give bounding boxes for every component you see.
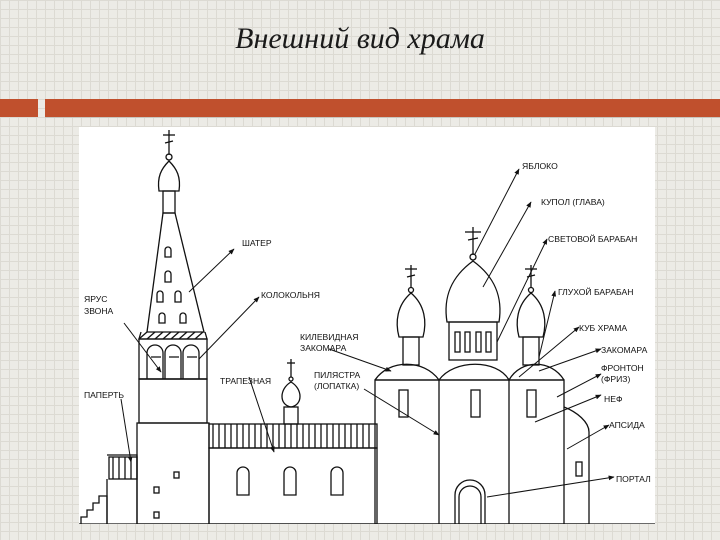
label-blind-drum: ГЛУХОЙ БАРАБАН	[558, 286, 633, 297]
label-apse: АПСИДА	[609, 420, 645, 430]
porch-drawing	[80, 454, 138, 524]
label-belfry: КОЛОКОЛЬНЯ	[261, 290, 320, 300]
arrow-light-drum	[496, 238, 548, 343]
arrow-porch	[120, 398, 133, 463]
label-bell-tier-line1: ЯРУС	[84, 294, 107, 304]
arrow-apse	[566, 424, 610, 450]
bell-tower-drawing	[136, 130, 210, 525]
arrow-portal	[486, 475, 615, 498]
arrow-belfry	[198, 296, 260, 360]
label-dome: КУПОЛ (ГЛАВА)	[541, 197, 605, 207]
arrow-temple-cube	[518, 326, 580, 378]
accent-underline	[45, 117, 720, 118]
label-pediment-line2: (ФРИЗ)	[601, 374, 630, 384]
arrow-blind-drum	[538, 290, 557, 358]
arrow-nave	[534, 394, 602, 423]
arrow-keel-zakomara	[328, 348, 392, 372]
label-pediment-line1: ФРОНТОН	[601, 363, 644, 373]
label-keel-zakomara-line2: ЗАКОМАРА	[300, 343, 347, 353]
arrow-zakomara	[538, 348, 602, 372]
diagram-labels: ЯБЛОКО КУПОЛ (ГЛАВА) СВЕТОВОЙ БАРАБАН ША…	[84, 161, 651, 484]
arrow-pediment	[556, 373, 602, 398]
arrow-pilaster	[363, 388, 440, 436]
church-drawing	[79, 130, 655, 525]
arrow-refectory	[248, 376, 275, 453]
church-diagram: ЯБЛОКО КУПОЛ (ГЛАВА) СВЕТОВОЙ БАРАБАН ША…	[79, 127, 655, 525]
accent-bar-small	[0, 99, 38, 117]
label-nave: НЕФ	[604, 394, 623, 404]
arrow-dome	[482, 201, 532, 288]
label-keel-zakomara-line1: КИЛЕВИДНАЯ	[300, 332, 358, 342]
label-refectory: ТРАПЕЗНАЯ	[220, 376, 271, 386]
label-apple: ЯБЛОКО	[522, 161, 558, 171]
label-light-drum: СВЕТОВОЙ БАРАБАН	[548, 233, 637, 244]
label-temple-cube: КУБ ХРАМА	[579, 323, 627, 333]
arrow-tent	[188, 248, 235, 293]
slide-title: Внешний вид храма	[235, 22, 485, 55]
label-porch: ПАПЕРТЬ	[84, 390, 124, 400]
label-pilaster-line2: (ЛОПАТКА)	[314, 381, 359, 391]
label-zakomara: ЗАКОМАРА	[601, 345, 648, 355]
arrow-apple	[474, 168, 520, 255]
label-tent: ШАТЕР	[242, 238, 272, 248]
callout-arrows	[120, 168, 615, 498]
refectory-drawing	[208, 359, 378, 525]
label-bell-tier-line2: ЗВОНА	[84, 306, 114, 316]
label-pilaster-line1: ПИЛЯСТРА	[314, 370, 361, 380]
accent-bar	[45, 99, 720, 117]
arrow-bell-tier	[123, 322, 162, 373]
label-portal: ПОРТАЛ	[616, 474, 651, 484]
